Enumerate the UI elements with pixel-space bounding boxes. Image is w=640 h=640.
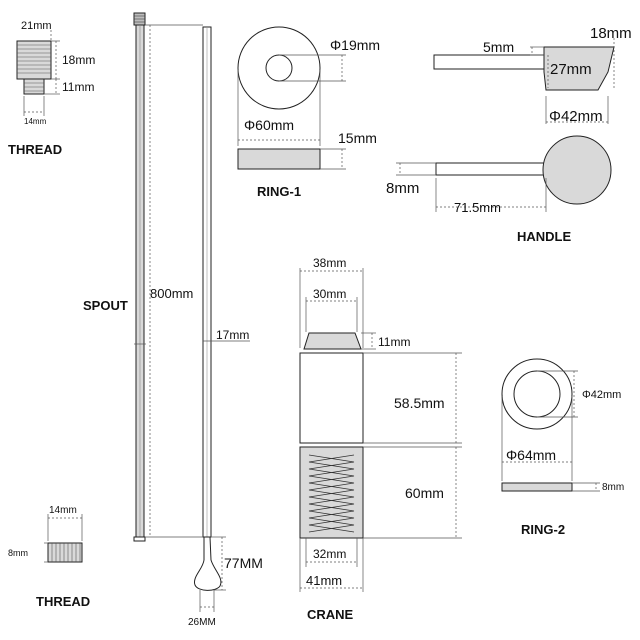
handle-height-dim: 18mm [590, 25, 632, 42]
crane-cap-width-dim: 30mm [313, 287, 346, 301]
handle-top-bar [433, 54, 545, 70]
handle-side-bar [435, 162, 547, 176]
thread-bottom-part: 14mm 8mm THREAD [8, 505, 90, 609]
handle-bar-dim: 8mm [386, 180, 419, 197]
crane-title: CRANE [307, 607, 354, 622]
crane-coil-dim: 60mm [405, 485, 444, 501]
handle-tip-top-dim: 5mm [483, 39, 514, 55]
spout-width-dim: 17mm [216, 328, 249, 342]
ring2-inner-circle [513, 370, 561, 418]
thread-top-lower-body [23, 78, 45, 95]
spout-length-dim: 800mm [150, 286, 193, 301]
spout-title: SPOUT [83, 298, 128, 313]
crane-part: 38mm 30mm 11mm 58.5mm 60mm 32mm 41mm CRA… [299, 256, 462, 622]
ring2-outer-dim: Φ64mm [506, 447, 556, 463]
ring2-part: Φ42mm Φ64mm 8mm RING-2 [501, 358, 624, 537]
ring1-part: Φ19mm Φ60mm 15mm RING-1 [237, 26, 380, 199]
crane-body-dim: 58.5mm [394, 395, 445, 411]
spout-tip-dim: 77MM [224, 555, 263, 571]
thread-bottom-body [47, 542, 83, 563]
crane-base-dim: 41mm [306, 573, 342, 588]
ring2-title: RING-2 [521, 522, 565, 537]
thread-top-width-dim: 14mm [24, 117, 47, 126]
ring1-side-view [237, 148, 321, 170]
crane-coil-section [299, 446, 364, 539]
ring2-thickness-dim: 8mm [602, 482, 624, 493]
thread-top-title: THREAD [8, 142, 62, 157]
ring2-side-view [501, 482, 573, 492]
thread-bottom-width-dim: 14mm [49, 505, 77, 516]
thread-top-part: 21mm 18mm 11mm 14mm THREAD [8, 20, 95, 157]
thread-top-total-dim: 21mm [21, 20, 52, 32]
spout-part: SPOUT 800mm 17mm 77MM 26MM [83, 12, 263, 628]
ring1-outer-dim: Φ60mm [244, 117, 294, 133]
spout-bulb-tip [193, 536, 222, 591]
thread-top-upper-dim: 18mm [62, 53, 95, 67]
handle-length-dim: 71.5mm [454, 200, 501, 215]
thread-top-upper-body [16, 40, 52, 80]
ring1-thickness-dim: 15mm [338, 130, 377, 146]
thread-top-lower-dim: 11mm [62, 80, 94, 94]
ring1-title: RING-1 [257, 184, 301, 199]
crane-body [299, 352, 364, 444]
thread-bottom-height-dim: 8mm [8, 548, 28, 558]
handle-part: 5mm 18mm 27mm Φ42mm 8mm 71.5mm HANDLE [386, 25, 632, 244]
handle-disc-dim: Φ42mm [549, 108, 603, 125]
thread-bottom-title: THREAD [36, 594, 90, 609]
crane-cap [303, 332, 362, 350]
crane-coil-width-dim: 32mm [313, 547, 346, 561]
ring1-inner-circle [265, 54, 293, 82]
crane-cap-height-dim: 11mm [378, 335, 410, 349]
handle-side-dim: 27mm [550, 61, 592, 78]
ring2-inner-dim: Φ42mm [582, 389, 621, 401]
handle-title: HANDLE [517, 229, 571, 244]
spout-tip-width-dim: 26MM [188, 617, 216, 628]
handle-disc [542, 135, 612, 205]
ring1-inner-dim: Φ19mm [330, 37, 380, 53]
spout-pipe-end [133, 536, 146, 542]
crane-top-width-dim: 38mm [313, 256, 346, 270]
